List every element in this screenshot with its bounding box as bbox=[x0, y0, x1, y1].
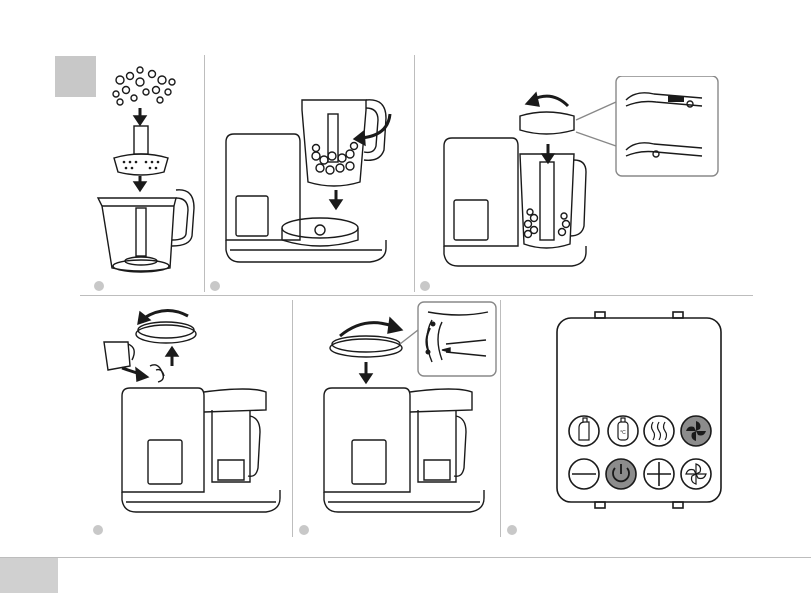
panel-add-water bbox=[100, 300, 290, 525]
baby-bottle-warm-icon bbox=[569, 416, 599, 446]
panel-insert-basket bbox=[220, 90, 410, 270]
panel-lock-lid bbox=[310, 300, 500, 525]
footer-bar bbox=[0, 557, 811, 594]
food-pieces-icon bbox=[113, 67, 175, 105]
power-icon bbox=[606, 459, 636, 489]
step-marker-5 bbox=[299, 525, 309, 535]
panel-fill-steam-basket bbox=[90, 58, 202, 283]
blend-steam-icon bbox=[681, 416, 711, 446]
svg-text:°C: °C bbox=[620, 430, 626, 436]
bottle-temperature-icon: °C bbox=[608, 416, 638, 446]
step-marker-4 bbox=[93, 525, 103, 535]
plus-icon bbox=[644, 459, 674, 489]
vertical-divider-4 bbox=[500, 300, 501, 537]
footer-page-tab bbox=[0, 558, 58, 593]
step-marker-6 bbox=[507, 525, 517, 535]
vertical-divider-2 bbox=[414, 55, 415, 292]
food-in-jar-icon bbox=[312, 143, 358, 175]
vertical-divider-3 bbox=[292, 300, 293, 537]
panel-control-panel: °C bbox=[555, 310, 725, 515]
minus-icon bbox=[569, 459, 599, 489]
step-marker-3 bbox=[420, 281, 430, 291]
lid-lock-detail-icon bbox=[626, 93, 702, 157]
panel-close-lid bbox=[440, 76, 725, 276]
step-marker-2 bbox=[210, 281, 220, 291]
food-in-mounted-jar-icon bbox=[525, 209, 570, 238]
blade-icon bbox=[681, 459, 711, 489]
lock-symbol-detail-icon bbox=[426, 312, 488, 362]
steam-icon bbox=[644, 416, 674, 446]
vertical-divider-1 bbox=[204, 55, 205, 292]
horizontal-divider bbox=[80, 295, 753, 296]
